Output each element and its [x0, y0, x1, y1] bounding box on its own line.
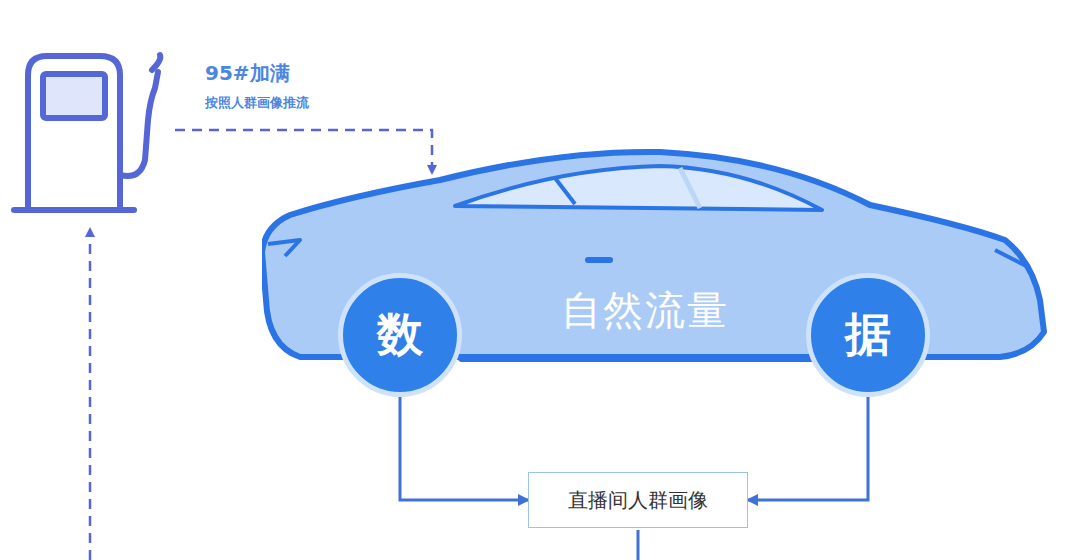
car-shape: 自然流量 数 据	[262, 148, 1052, 400]
annotation-label: 按照人群画像推流	[205, 94, 309, 112]
wheel-character: 据	[845, 304, 891, 366]
outgoing-line	[637, 530, 640, 560]
wheel-character: 数	[377, 304, 423, 366]
dashed-return-line	[89, 232, 92, 560]
fuel-pump-icon	[14, 55, 160, 210]
annotation-label: 95#加满	[205, 60, 290, 87]
flow-connector	[748, 397, 868, 500]
flow-connector	[400, 397, 528, 500]
wheel-circle: 数	[338, 273, 462, 397]
box-label: 直播间人群画像	[568, 487, 708, 514]
process-box: 直播间人群画像	[528, 472, 748, 528]
car-label: 自然流量	[561, 283, 729, 338]
dashed-leader	[175, 130, 432, 170]
wheel-circle: 据	[806, 273, 930, 397]
